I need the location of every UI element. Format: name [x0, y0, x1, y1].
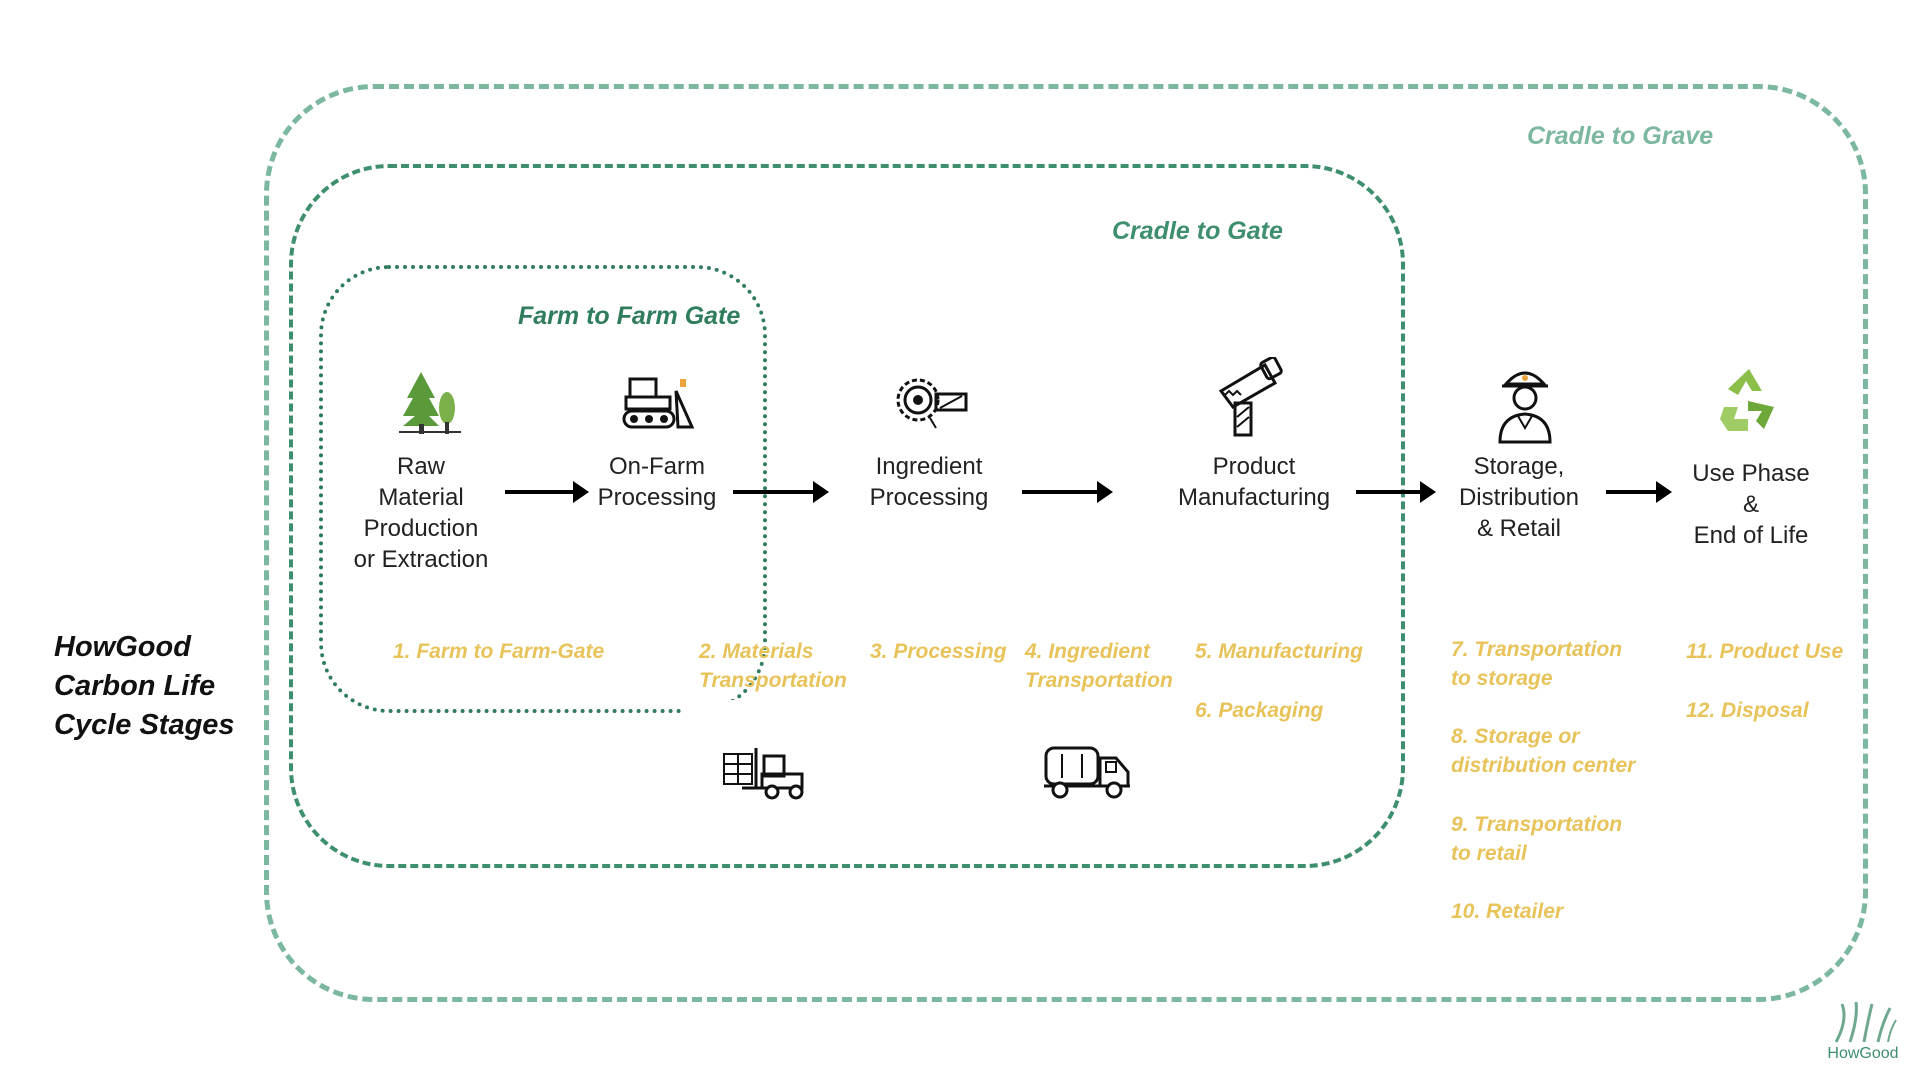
category-storage-distribution-center: 8. Storage or distribution center [1451, 725, 1636, 777]
recycle-icon [1720, 369, 1774, 431]
flow-arrow [505, 481, 589, 503]
category-retailer: 10. Retailer [1451, 900, 1564, 923]
farm-to-farm-gate-boundary [319, 265, 767, 713]
category-farm-to-farm-gate: 1. Farm to Farm-Gate [393, 640, 605, 663]
diagram-title: HowGood Carbon Life Cycle Stages [54, 631, 235, 741]
cradle-to-grave-boundary [264, 84, 1868, 1002]
stage-raw-material: Raw Material Production or Extraction [353, 453, 489, 573]
logo-text: HowGood [1827, 1045, 1899, 1062]
category-ingredient-transportation: 4. Ingredient Transportation [1025, 640, 1173, 692]
trees-icon [399, 372, 461, 434]
wheat-logo-icon [1834, 1001, 1897, 1043]
flow-arrow [1022, 481, 1113, 503]
stage-ingredient-processing: Ingredient Processing [869, 453, 989, 511]
category-product-use: 11. Product Use [1686, 640, 1844, 663]
cradle-to-gate-label: Cradle to Gate [1112, 217, 1283, 245]
flow-arrow [733, 481, 829, 503]
category-transportation-to-retail: 9. Transportation to retail [1451, 813, 1623, 865]
flow-arrow [1356, 481, 1436, 503]
worker-icon [1498, 371, 1552, 444]
category-manufacturing: 5. Manufacturing [1195, 640, 1364, 663]
tanker-truck-icon [1044, 746, 1130, 799]
category-transportation-to-storage: 7. Transportation to storage [1451, 638, 1623, 690]
farm-to-farm-gate-label: Farm to Farm Gate [518, 302, 741, 330]
boundary-gap [683, 700, 773, 720]
stage-on-farm-processing: On-Farm Processing [597, 453, 717, 511]
hand-saw-icon [1218, 357, 1283, 437]
cradle-to-gate-boundary [289, 164, 1405, 868]
cradle-to-grave-label: Cradle to Grave [1527, 122, 1714, 150]
saw-blade-icon [896, 378, 968, 429]
category-packaging: 6. Packaging [1195, 699, 1324, 722]
category-processing: 3. Processing [870, 640, 1007, 663]
category-disposal: 12. Disposal [1686, 699, 1809, 722]
forklift-icon [723, 748, 804, 800]
howgood-logo: HowGood [1818, 1000, 1908, 1063]
category-materials-transportation: 2. Materials Transportation [699, 640, 847, 692]
stage-product-manufacturing: Product Manufacturing [1177, 453, 1331, 511]
flow-arrow [1606, 481, 1672, 503]
bulldozer-icon [622, 377, 695, 429]
stage-use-phase-end-of-life: Use Phase & End of Life [1692, 460, 1810, 549]
stage-storage-distribution-retail: Storage, Distribution & Retail [1458, 453, 1580, 542]
